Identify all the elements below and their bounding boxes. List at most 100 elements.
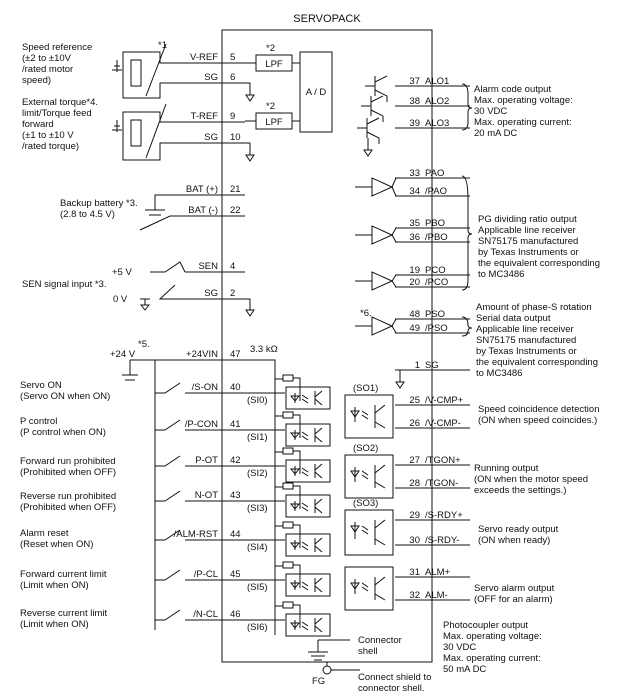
right-pin-number: 30 bbox=[409, 535, 420, 546]
input-function-desc: (Prohibited when OFF) bbox=[20, 467, 116, 478]
pg-output-label: Applicable line receiver bbox=[478, 225, 576, 236]
left-pin-signal: BAT (+) bbox=[186, 184, 218, 195]
servopack-title: SERVOPACK bbox=[293, 13, 361, 25]
speed-coincidence-label: Speed coincidence detection bbox=[478, 404, 599, 415]
right-pin-number: 28 bbox=[409, 478, 420, 489]
shell-label: shell bbox=[358, 646, 378, 657]
right-pin-signal: ALM+ bbox=[425, 567, 451, 578]
line-driver bbox=[355, 271, 397, 291]
right-pin-number: 39 bbox=[409, 118, 420, 129]
input-function-label: Reverse run prohibited bbox=[20, 491, 116, 502]
servo-alarm-label: Servo alarm output bbox=[474, 583, 555, 594]
input-pin-number: 41 bbox=[230, 419, 241, 430]
servo-alarm-label: (OFF for an alarm) bbox=[474, 594, 553, 605]
shield-label-2: connector shell. bbox=[358, 683, 425, 694]
input-pin-signal: N-OT bbox=[195, 490, 218, 501]
left-pin-number: 21 bbox=[230, 184, 241, 195]
input-pin-number: 40 bbox=[230, 382, 241, 393]
photocoupler-output-label: 30 VDC bbox=[443, 642, 476, 653]
input-pin-signal: /N-CL bbox=[193, 609, 218, 620]
alarm-code-label: 20 mA DC bbox=[474, 128, 517, 139]
right-pin-number: 33 bbox=[409, 168, 420, 179]
fg-terminal bbox=[322, 665, 332, 675]
right-pin-signal: /S-RDY- bbox=[425, 535, 460, 546]
note-1: *1 bbox=[158, 40, 167, 51]
input-pin-signal: /S-ON bbox=[192, 382, 219, 393]
right-pin-number: 26 bbox=[409, 418, 420, 429]
input-pin-number: 42 bbox=[230, 455, 241, 466]
left-pin-number: 9 bbox=[230, 111, 235, 122]
pg-output-label: to MC3486 bbox=[478, 269, 524, 280]
left-pin-signal: BAT (-) bbox=[188, 205, 218, 216]
alarm-code-label: Max. operating current: bbox=[474, 117, 572, 128]
running-output-label: exceeds the settings.) bbox=[474, 485, 566, 496]
so-label: (SO1) bbox=[353, 383, 378, 394]
left-pin-number: 10 bbox=[230, 132, 241, 143]
photocoupler-output-label: Photocoupler output bbox=[443, 620, 528, 631]
phase-s-label: by Texas Instruments or bbox=[476, 346, 577, 357]
left-pin-number: 2 bbox=[230, 288, 235, 299]
input-function-label: Reverse current limit bbox=[20, 608, 107, 619]
input-function-label: Servo ON bbox=[20, 380, 62, 391]
left-pin-number: 47 bbox=[230, 349, 241, 360]
servo-ready-label: Servo ready output bbox=[478, 524, 559, 535]
left-pin-number: 5 bbox=[230, 52, 235, 63]
photocoupler-output-label: 50 mA DC bbox=[443, 664, 486, 675]
output-photocoupler bbox=[344, 509, 394, 556]
input-pin-number: 45 bbox=[230, 569, 241, 580]
right-pin-number: 19 bbox=[409, 265, 420, 276]
output-photocoupler bbox=[344, 454, 394, 499]
phase-s-label: Amount of phase-S rotation bbox=[476, 302, 592, 313]
phase-s-label: to MC3486 bbox=[476, 368, 522, 379]
running-output-label: Running output bbox=[474, 463, 539, 474]
right-pin-number: 38 bbox=[409, 96, 420, 107]
phase-s-label: SN75175 manufactured bbox=[476, 335, 576, 346]
input-pin-signal: P-OT bbox=[195, 455, 218, 466]
input-photocoupler bbox=[285, 613, 331, 637]
input-si-label: (SI3) bbox=[247, 503, 268, 514]
note-5: *5. bbox=[138, 339, 150, 350]
right-pin-signal: /PSO bbox=[425, 323, 448, 334]
left-pin-number: 4 bbox=[230, 261, 235, 272]
note-2a: *2 bbox=[266, 43, 275, 54]
phase-s-label: Serial data output bbox=[476, 313, 551, 324]
right-pin-signal: PSO bbox=[425, 309, 445, 320]
input-function-desc: (Servo ON when ON) bbox=[20, 391, 110, 402]
line-driver bbox=[355, 225, 397, 245]
note-2b: *2 bbox=[266, 101, 275, 112]
photocoupler-output-label: Max. operating current: bbox=[443, 653, 541, 664]
input-si-label: (SI1) bbox=[247, 432, 268, 443]
right-pin-signal: PBO bbox=[425, 218, 445, 229]
right-pin-number: 32 bbox=[409, 590, 420, 601]
alarm-code-label: 30 VDC bbox=[474, 106, 507, 117]
ad-block bbox=[299, 51, 333, 133]
right-pin-signal: ALO3 bbox=[425, 118, 449, 129]
left-pin-signal: +24VIN bbox=[186, 349, 218, 360]
speed-coincidence-label: (ON when speed coincides.) bbox=[478, 415, 597, 426]
shield-label-1: Connect shield to bbox=[358, 672, 431, 683]
speed-reference-label: speed) bbox=[22, 75, 51, 86]
plus5v-label: +5 V bbox=[112, 267, 132, 278]
right-pin-signal: ALO2 bbox=[425, 96, 449, 107]
alarm-code-label: Alarm code output bbox=[474, 84, 551, 95]
speed-reference-label: (±2 to ±10V bbox=[22, 53, 72, 64]
input-pin-number: 46 bbox=[230, 609, 241, 620]
backup-battery-label: Backup battery *3. bbox=[60, 198, 138, 209]
servo-ready-label: (ON when ready) bbox=[478, 535, 550, 546]
output-photocoupler bbox=[344, 394, 394, 439]
zero-v-label: 0 V bbox=[113, 294, 128, 305]
input-photocoupler bbox=[285, 533, 331, 557]
right-pin-number: 1 bbox=[415, 360, 420, 371]
right-pin-signal: SG bbox=[425, 360, 439, 371]
right-pin-signal: /V-CMP- bbox=[425, 418, 461, 429]
so-label: (SO3) bbox=[353, 498, 378, 509]
left-pin-signal: SEN bbox=[198, 261, 218, 272]
input-photocoupler bbox=[285, 573, 331, 597]
right-pin-signal: /TGON- bbox=[425, 478, 458, 489]
input-photocoupler bbox=[285, 423, 331, 447]
right-pin-signal: ALO1 bbox=[425, 76, 449, 87]
right-pin-number: 27 bbox=[409, 455, 420, 466]
input-photocoupler bbox=[285, 459, 331, 483]
right-pin-signal: /V-CMP+ bbox=[425, 395, 464, 406]
